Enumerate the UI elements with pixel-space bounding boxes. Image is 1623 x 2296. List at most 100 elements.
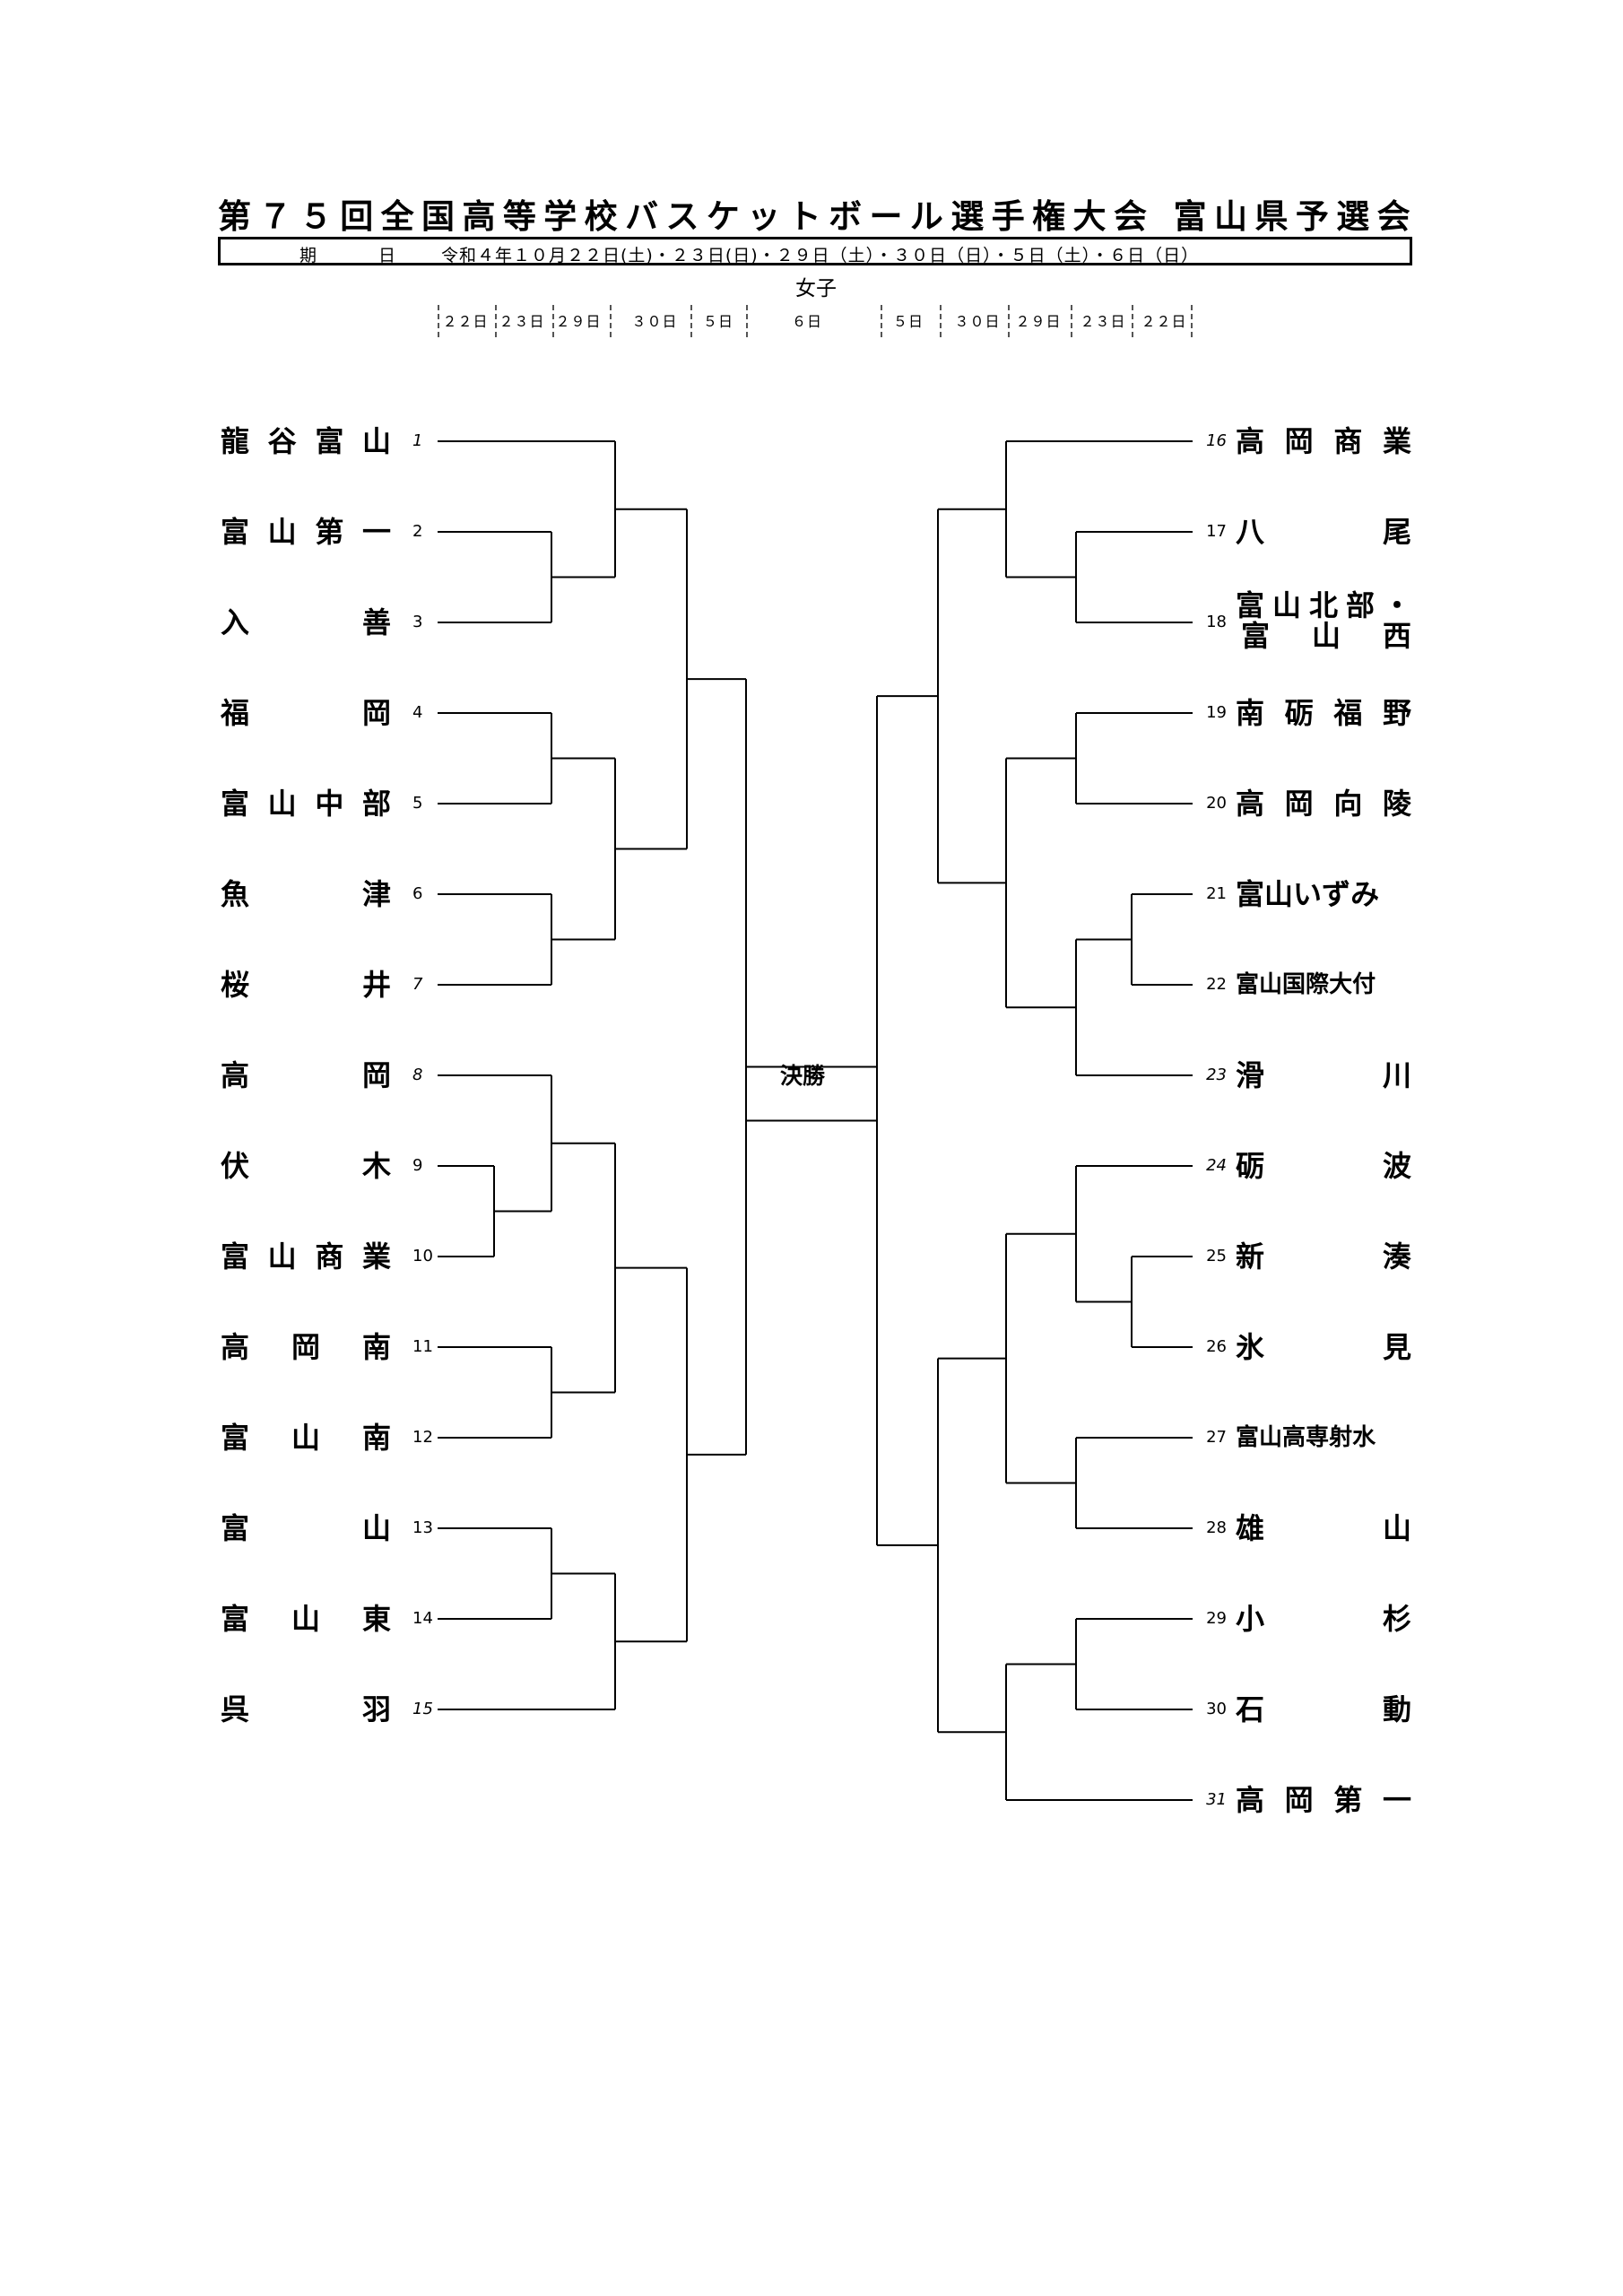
title-char: 等 [502,197,536,236]
team-name: 富山東 [221,1602,391,1636]
title-char: 回 [340,197,374,236]
team-name: 入善 [221,605,391,639]
title-char: 山 [1214,197,1248,236]
team-name: 石動 [1236,1692,1411,1726]
team-seed: 10 [412,1247,433,1265]
day-label: ２９日 [555,313,602,330]
team-name: 小杉 [1236,1602,1411,1636]
team-seed: 26 [1206,1337,1227,1356]
day-label: ３０日 [631,313,678,330]
day-separator [1132,305,1133,337]
team-seed: 9 [412,1156,423,1175]
title-char: 第 [218,197,251,236]
team-seed: 4 [412,703,423,722]
title-char: 高 [462,197,496,236]
team-name: 氷見 [1236,1330,1411,1364]
team-name: 高岡第一 [1236,1783,1411,1817]
team-seed: 20 [1206,794,1227,813]
team-name: 富山高専射水 [1236,1424,1376,1451]
day-separator [940,305,942,337]
day-label: ３０日 [954,313,1001,330]
team-seed: 16 [1206,431,1227,450]
day-separator [610,305,612,337]
final-label: 決勝 [780,1063,826,1089]
team-seed: 8 [412,1065,423,1084]
title-char: ト [787,197,821,236]
team-seed: 6 [412,884,423,903]
team-seed: 24 [1206,1156,1227,1175]
team-seed: 13 [412,1518,433,1537]
team-seed: 23 [1206,1065,1227,1084]
team-name: 桜井 [221,968,391,1002]
team-seed: 17 [1206,522,1227,541]
title-char: 学 [543,197,577,236]
day-separator [881,305,882,337]
team-name: 富山いずみ [1236,877,1380,911]
title-char: 予 [1295,197,1329,236]
team-name: 呉羽 [221,1692,391,1726]
day-separator [552,305,554,337]
schedule-box: 期 日 令和４年１０月２２日(土)・２３日(日)・２９日（土）・３０日（日）・５… [218,237,1412,265]
title-char: バ [625,197,659,236]
team-seed: 3 [412,613,423,631]
team-name: 富山 [221,1511,391,1545]
title-char: ボ [829,197,863,236]
team-name: 高岡 [221,1058,391,1092]
title-char: 国 [421,197,456,236]
title-char: 選 [950,197,985,236]
team-name: 富山第一 [221,515,391,549]
day-label: ２９日 [1015,313,1062,330]
day-label: ２３日 [499,313,545,330]
team-name: 南砺福野 [1236,696,1411,730]
title-char: ７ [258,197,292,236]
team-name: 魚津 [221,877,391,911]
title-char: 会 [1376,197,1410,236]
day-separator [1191,305,1193,337]
team-seed: 2 [412,522,423,541]
team-name: 砺波 [1236,1149,1411,1183]
team-name: 龍谷富山 [221,424,391,458]
day-label: ５日 [892,313,924,330]
division-label: 女子 [795,277,837,300]
team-name: 雄山 [1236,1511,1411,1545]
title-char: 富 [1173,197,1207,236]
team-seed: 11 [412,1337,433,1356]
team-name: 新湊 [1236,1239,1411,1274]
day-separator [438,305,439,337]
day-label: ６日 [791,313,823,330]
day-label: ２２日 [442,313,489,330]
title-char: 権 [1032,197,1066,236]
day-separator [1008,305,1010,337]
team-seed: 29 [1206,1609,1227,1628]
day-label: ２２日 [1141,313,1187,330]
team-seed: 15 [412,1700,433,1718]
team-seed: 30 [1206,1700,1227,1718]
team-name: 富山北部・富山西 [1236,588,1411,653]
title-char: ケ [706,197,740,236]
team-seed: 28 [1206,1518,1227,1537]
team-seed: 7 [412,975,423,994]
team-name: 富山南 [221,1421,391,1455]
day-separator [1071,305,1072,337]
team-seed: 1 [412,431,423,450]
team-name: 滑川 [1236,1058,1411,1092]
title-char: 会 [1113,197,1147,236]
title-char: 県 [1254,197,1289,236]
title-char: ッ [747,197,781,236]
team-name: 富山中部 [221,787,391,821]
title-char: 大 [1072,197,1107,236]
team-seed: 18 [1206,613,1227,631]
team-name: 高岡南 [221,1330,391,1364]
day-label: ２３日 [1080,313,1126,330]
schedule-dates: 令和４年１０月２２日(土)・２３日(日)・２９日（土）・３０日（日）・５日（土）… [441,246,1200,265]
team-name: 富山国際大付 [1236,971,1376,998]
title-char: ス [665,197,699,236]
day-separator [690,305,692,337]
title-char: 全 [380,197,414,236]
team-seed: 12 [412,1428,433,1447]
title-char: ー [869,197,903,236]
team-name: 福岡 [221,696,391,730]
team-name: 高岡商業 [1236,424,1411,458]
